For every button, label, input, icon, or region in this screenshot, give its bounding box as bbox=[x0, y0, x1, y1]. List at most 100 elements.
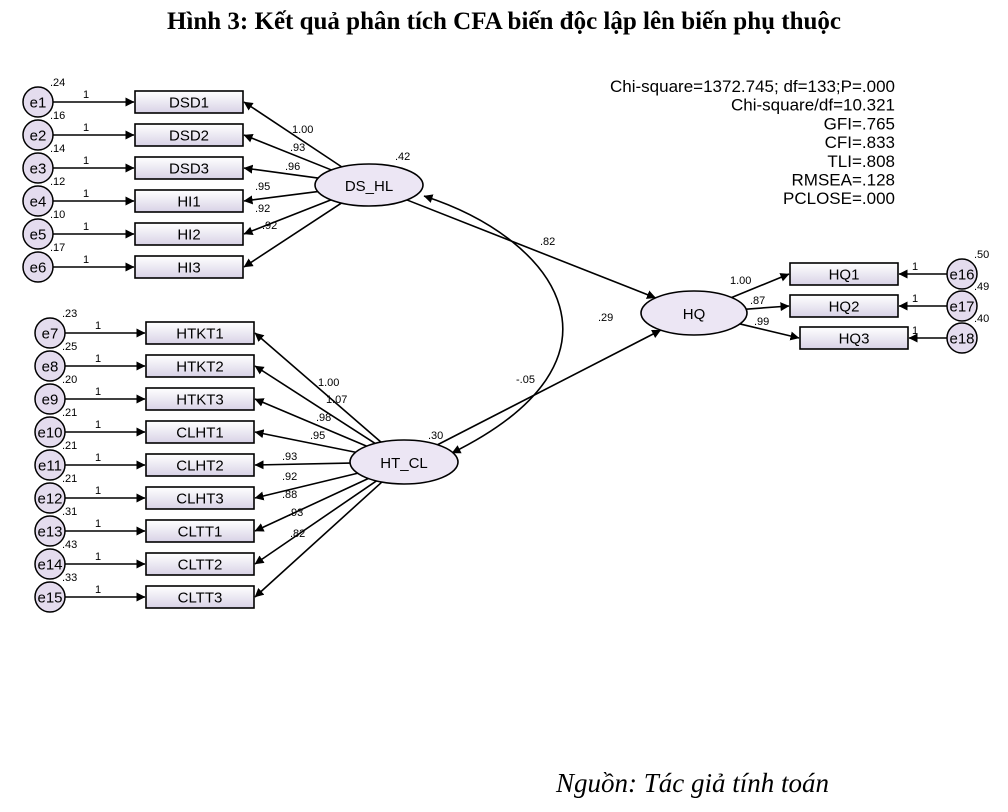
latent-variance-ht-cl: .30 bbox=[428, 430, 443, 442]
latent-label-ht-cl: HT_CL bbox=[380, 455, 428, 472]
loading-path-htkt1 bbox=[254, 332, 382, 443]
error-variance-e15: .33 bbox=[62, 572, 77, 584]
observed-box-htkt2 bbox=[145, 354, 255, 378]
observed-label-htkt3: HTKT3 bbox=[176, 392, 224, 409]
observed-label-dsd1: DSD1 bbox=[169, 95, 209, 112]
loading-label-clht1: .95 bbox=[310, 430, 325, 442]
error-circle-e4 bbox=[22, 185, 54, 217]
loading-path-hi1 bbox=[243, 190, 318, 205]
loading-label-clht3: .92 bbox=[282, 471, 297, 483]
observed-label-hi3: HI3 bbox=[177, 260, 200, 277]
error-path-weight-e10: 1 bbox=[95, 419, 101, 431]
latent-label-ds-hl: DS_HL bbox=[345, 178, 393, 195]
observed-box-hi3 bbox=[134, 255, 244, 279]
latent-ellipse-ds-hl bbox=[314, 163, 424, 207]
error-circle-e14 bbox=[34, 548, 66, 580]
fit-stat-4: CFI=.833 bbox=[825, 133, 895, 152]
observed-label-clht3: CLHT3 bbox=[176, 491, 224, 508]
error-path-weight-e9: 1 bbox=[95, 386, 101, 398]
error-label-e14: e14 bbox=[37, 557, 62, 574]
error-circle-e13 bbox=[34, 515, 66, 547]
error-variance-e16: .50 bbox=[974, 249, 989, 261]
loading-label-dsd2: .93 bbox=[290, 142, 305, 154]
error-circle-e2 bbox=[22, 119, 54, 151]
observed-box-clht3 bbox=[145, 486, 255, 510]
observed-label-cltt2: CLTT2 bbox=[178, 557, 223, 574]
error-circle-e1 bbox=[22, 86, 54, 118]
latent-ellipse-ht-cl bbox=[349, 439, 459, 485]
observed-label-dsd3: DSD3 bbox=[169, 161, 209, 178]
error-variance-e5: .10 bbox=[50, 209, 65, 221]
error-path-weight-e18: 1 bbox=[912, 325, 918, 337]
error-variance-e13: .31 bbox=[62, 506, 77, 518]
error-circle-e3 bbox=[22, 152, 54, 184]
path-htcl-to-hq-label: .29 bbox=[598, 312, 613, 324]
error-path-weight-e14: 1 bbox=[95, 551, 101, 563]
error-label-e5: e5 bbox=[30, 227, 47, 244]
loading-label-dsd1: 1.00 bbox=[292, 124, 313, 136]
observed-label-hq1: HQ1 bbox=[829, 267, 860, 284]
error-circle-e11 bbox=[34, 449, 66, 481]
loading-path-hq1 bbox=[731, 273, 790, 299]
error-label-e9: e9 bbox=[42, 392, 59, 409]
loading-label-cltt3: .82 bbox=[290, 528, 305, 540]
error-variance-e2: .16 bbox=[50, 110, 65, 122]
fit-stat-2: Chi-square/df=10.321 bbox=[731, 96, 895, 115]
loading-path-cltt3 bbox=[254, 481, 383, 598]
loading-label-cltt2: .93 bbox=[288, 507, 303, 519]
error-path-weight-e12: 1 bbox=[95, 485, 101, 497]
loading-path-dsd2 bbox=[243, 133, 332, 171]
observed-label-cltt1: CLTT1 bbox=[178, 524, 223, 541]
observed-label-htkt1: HTKT1 bbox=[176, 326, 224, 343]
error-variance-e12: .21 bbox=[62, 473, 77, 485]
loading-label-htkt1: 1.00 bbox=[318, 377, 339, 389]
loading-label-hq2: .87 bbox=[750, 295, 765, 307]
observed-label-hi1: HI1 bbox=[177, 194, 200, 211]
observed-label-hi2: HI2 bbox=[177, 227, 200, 244]
loading-path-dsd3 bbox=[243, 164, 319, 179]
observed-box-clht1 bbox=[145, 420, 255, 444]
error-label-e1: e1 bbox=[30, 95, 47, 112]
error-circle-e18 bbox=[946, 322, 978, 354]
figure-title: Hình 3: Kết quả phân tích CFA biến độc l… bbox=[166, 8, 841, 35]
error-circle-e16 bbox=[946, 258, 978, 290]
covariance-label: -.05 bbox=[516, 374, 535, 386]
observed-label-dsd2: DSD2 bbox=[169, 128, 209, 145]
loading-label-dsd3: .96 bbox=[285, 161, 300, 173]
error-path-weight-e5: 1 bbox=[83, 221, 89, 233]
error-label-e15: e15 bbox=[37, 590, 62, 607]
observed-box-hq3 bbox=[799, 326, 909, 350]
latent-label-hq: HQ bbox=[683, 306, 706, 323]
loading-label-hi1: .95 bbox=[255, 181, 270, 193]
error-variance-e7: .23 bbox=[62, 308, 77, 320]
loading-path-cltt2 bbox=[254, 480, 377, 565]
observed-box-dsd1 bbox=[134, 90, 244, 114]
fit-stat-6: RMSEA=.128 bbox=[792, 171, 895, 190]
loading-label-htkt2: 1.07 bbox=[326, 394, 347, 406]
fit-stat-3: GFI=.765 bbox=[824, 114, 895, 133]
loading-label-hi3: .92 bbox=[262, 220, 277, 232]
latent-ellipse-hq bbox=[640, 290, 748, 336]
error-variance-e18: .40 bbox=[974, 313, 989, 325]
loading-path-hq3 bbox=[739, 323, 800, 341]
error-path-weight-e1: 1 bbox=[83, 89, 89, 101]
observed-box-hq2 bbox=[789, 294, 899, 318]
loading-path-hi2 bbox=[243, 199, 332, 236]
error-circle-e6 bbox=[22, 251, 54, 283]
loading-label-hi2: .92 bbox=[255, 203, 270, 215]
error-label-e6: e6 bbox=[30, 260, 47, 277]
loading-label-htkt3: .98 bbox=[316, 412, 331, 424]
figure-source: Nguồn: Tác giả tính toán bbox=[556, 768, 830, 798]
observed-box-cltt2 bbox=[145, 552, 255, 576]
loading-path-cltt1 bbox=[254, 477, 369, 532]
fit-stat-7: PCLOSE=.000 bbox=[783, 189, 895, 208]
observed-box-dsd3 bbox=[134, 156, 244, 180]
observed-label-hq3: HQ3 bbox=[839, 331, 870, 348]
error-path-weight-e17: 1 bbox=[912, 293, 918, 305]
error-label-e11: e11 bbox=[38, 458, 62, 475]
error-path-weight-e8: 1 bbox=[95, 353, 101, 365]
observed-box-htkt1 bbox=[145, 321, 255, 345]
observed-box-clht2 bbox=[145, 453, 255, 477]
error-path-weight-e2: 1 bbox=[83, 122, 89, 134]
